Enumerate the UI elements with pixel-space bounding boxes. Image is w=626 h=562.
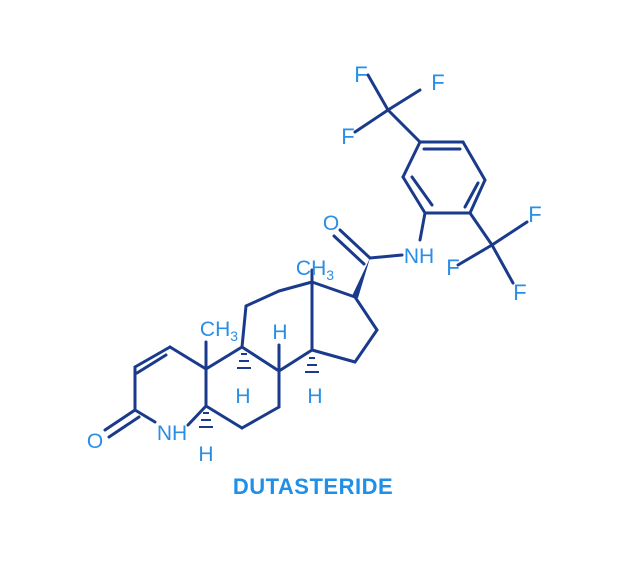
ch3-c19-sub: 3: [230, 328, 238, 344]
atom-nh-amide: NH: [404, 245, 434, 268]
ch3-c18-sub: 3: [326, 267, 334, 283]
bond-lines: [103, 73, 529, 439]
atom-h-c14: H: [307, 385, 322, 408]
atom-f-right-left: F: [446, 255, 459, 280]
atom-o-lactam: O: [87, 430, 103, 453]
atom-h-c8: H: [235, 385, 250, 408]
hash-c14: [305, 357, 319, 373]
atom-labels: F F F F F F O NH CH3 CH3 H H H NH O H: [87, 62, 542, 466]
hash-c5: [199, 412, 213, 428]
stereo-bonds: [199, 258, 370, 428]
ch3-c18-main: CH: [296, 257, 326, 280]
atom-h-c9: H: [272, 321, 287, 344]
atom-ch3-c19: CH3: [200, 318, 238, 344]
compound-name: DUTASTERIDE: [232, 474, 394, 499]
atom-o-amide: O: [323, 212, 339, 235]
atom-f-right-top: F: [528, 202, 541, 227]
atom-ch3-c18: CH3: [296, 257, 334, 283]
atom-h-c5: H: [198, 443, 213, 466]
atom-nh-lactam: NH: [157, 422, 187, 445]
atom-f-top-left: F: [354, 62, 367, 87]
atom-f-right-bottom: F: [513, 280, 526, 305]
wedge-c17: [352, 258, 370, 298]
atom-f-mid-left: F: [341, 124, 354, 149]
atom-f-top-right: F: [431, 70, 444, 95]
hash-c8: [237, 353, 251, 369]
ch3-c19-main: CH: [200, 318, 230, 341]
